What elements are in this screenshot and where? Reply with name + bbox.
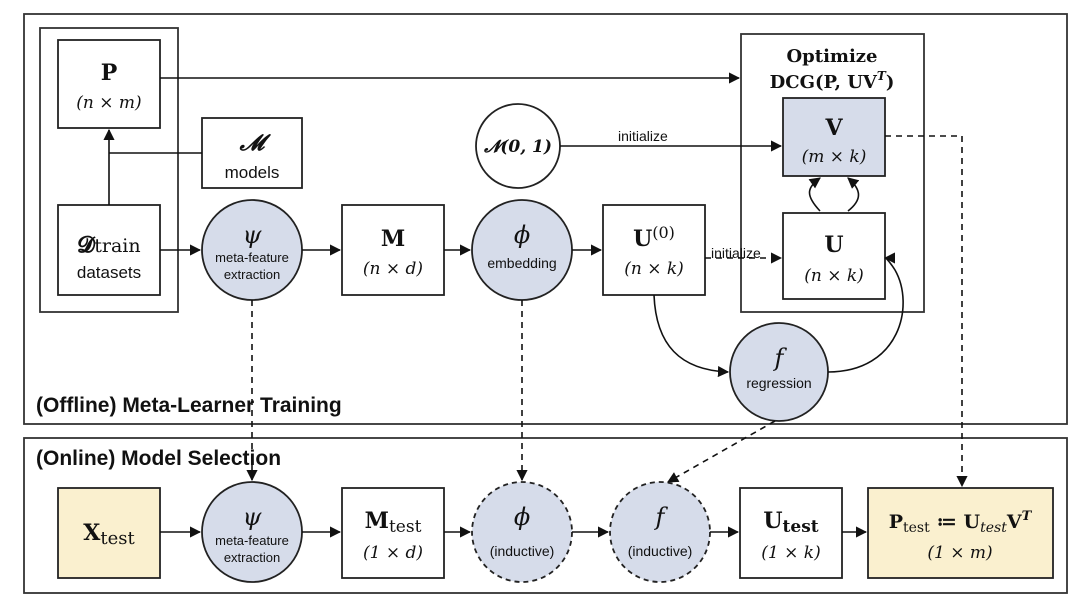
online-panel [23,437,1068,594]
optimize-objective: DCG(P, UVT) [770,69,895,93]
m-test-dims: (1 × d) [363,543,423,563]
u-matrix-dims: (n × k) [804,266,864,286]
f-label: regression [746,375,811,391]
offline-panel [23,13,1068,425]
p-test-box [867,487,1054,579]
u-test-label: Utest [763,508,818,537]
u-test-symbol: U [763,508,782,534]
online-panel-title: (Online) Model Selection [36,447,281,470]
u-matrix-label: U [824,232,843,258]
models-label: models [225,163,280,182]
p-test-sup: T [1022,509,1033,524]
p-test-u-subscript: test [980,520,1007,536]
initialize-u-label: initialize [711,245,761,261]
m-test-label: Mtest [365,508,422,537]
phi-circle [471,199,573,301]
u0-matrix-label: U(0) [633,223,675,252]
optimize-group-box [740,33,925,313]
edge-u-to-v [808,177,821,212]
f-test-label: (inductive) [628,543,693,559]
edge-v-to-u [847,177,860,212]
psi-test-symbol: ψ [243,503,263,531]
p-test-v: V [1006,511,1023,533]
p-test-symbol: P [889,511,903,533]
x-test-label: Xtest [83,520,135,549]
p-matrix-box [57,39,161,129]
m-matrix-dims: (n × d) [363,259,423,279]
p-matrix-label: P [101,60,118,86]
phi-symbol: ϕ [514,221,530,249]
u-test-dims: (1 × k) [761,543,820,563]
optimize-title: Optimize [787,46,878,67]
d-train-subscript: train [94,235,140,257]
f-regression-circle [729,322,829,422]
x-test-box [57,487,161,579]
x-test-symbol: X [83,520,101,546]
m-matrix-label: M [381,226,405,252]
phi-test-symbol: ϕ [514,503,530,531]
u-test-subscript: test [783,517,819,537]
normal-dist-label: 𝓝(0, 1) [483,137,552,157]
m-test-subscript: test [389,517,422,537]
p-matrix-dims: (n × m) [76,93,141,113]
psi-label-1: meta-feature [215,250,289,265]
psi-symbol: ψ [243,221,263,249]
phi-label: embedding [487,255,556,271]
p-test-label: Ptest ≔ UtestVT [889,509,1033,536]
psi-test-label-1: meta-feature [215,533,289,548]
p-test-dims: (1 × m) [927,543,992,563]
u0-matrix-dims: (n × k) [624,259,684,279]
edge-f-to-u [827,252,904,373]
m-test-symbol: M [365,508,389,534]
v-matrix-dims: (m × k) [802,147,867,167]
psi-label-2: extraction [224,267,280,282]
phi-test-circle [471,481,573,583]
u0-matrix-box [602,204,706,296]
x-test-subscript: test [100,528,135,549]
m-matrix-box [341,204,445,296]
psi-test-label-2: extraction [224,550,280,565]
optimize-objective-end: ) [886,72,895,93]
edge-f-to-f-test [667,420,776,483]
phi-test-label: (inductive) [490,543,555,559]
m-test-box [341,487,445,579]
models-box [201,117,303,189]
edge-v-to-p-test [885,135,968,488]
v-matrix-label: V [824,115,843,141]
f-test-circle [609,481,711,583]
data-group-box [39,27,179,313]
u0-superscript: (0) [652,223,675,242]
p-test-assign: ≔ U [930,511,981,533]
v-matrix-box [782,97,886,177]
optimize-objective-main: DCG(P, UV [770,72,878,93]
p-test-subscript: test [903,520,930,536]
d-train-label: 𝓓train [77,232,140,258]
d-train-symbol: 𝓓 [77,232,96,258]
d-train-box [57,204,161,296]
optimize-objective-sup: T [877,69,887,83]
u-test-box [739,487,843,579]
psi-test-circle [201,481,303,583]
d-train-caption: datasets [77,263,141,282]
u0-symbol: U [633,226,652,252]
edge-u0-to-f [653,294,730,378]
initialize-v-label: initialize [618,128,668,144]
offline-panel-title: (Offline) Meta-Learner Training [36,394,342,417]
